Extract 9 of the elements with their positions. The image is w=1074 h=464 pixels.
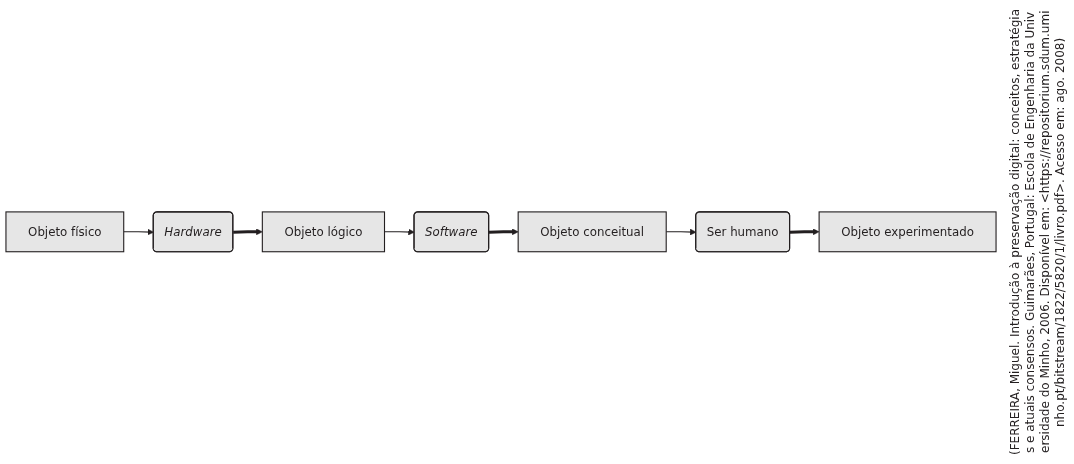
node-box: Objeto experimentado (818, 211, 997, 253)
source-caption: (FERREIRA, Miguel. Introdução à preservação digital: conceitos, estratégias e atuais consensos. Guimarães, Portugal: Escola de Engenharia da Universidade do Minho, 2006. Disponível em: <https://repositorium.sdum.uminho.pt/bitstream/1822/5820/1/livro.pdf>. Acesso em: ago. 2008) (1008, 8, 1068, 456)
arrow (489, 228, 519, 236)
node-box: Objeto físico (5, 211, 125, 253)
arrow (789, 228, 820, 236)
arrow (233, 228, 263, 236)
node-box: Objeto conceitual (517, 211, 667, 253)
node-box: Objeto lógico (261, 211, 386, 253)
arrow (123, 228, 154, 236)
